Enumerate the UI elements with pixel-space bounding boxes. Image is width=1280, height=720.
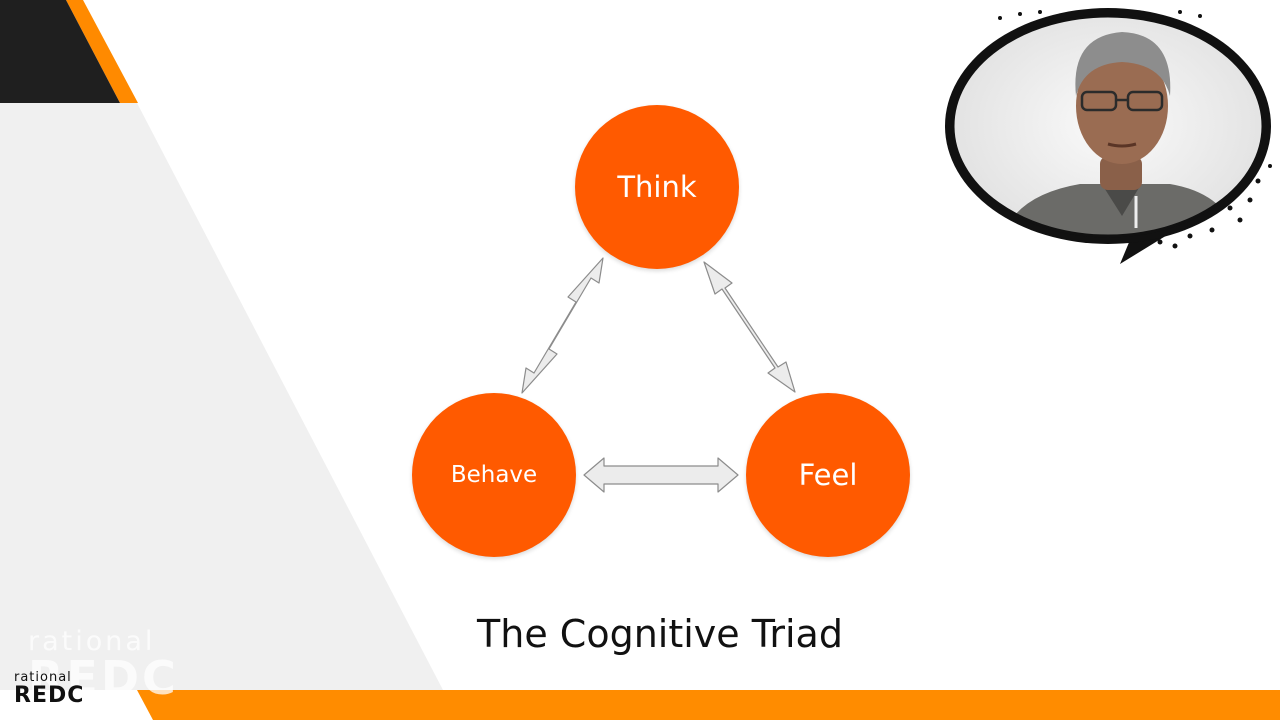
bottom-orange-bar bbox=[137, 690, 1280, 720]
presenter-webcam-overlay bbox=[945, 8, 1272, 264]
arrow-think-feel bbox=[703, 261, 796, 393]
brand-logo: rational REDC bbox=[14, 671, 84, 707]
brand-logo-line2: REDC bbox=[14, 683, 85, 708]
corner-orange-stripe bbox=[66, 0, 138, 103]
corner-dark-triangle bbox=[0, 0, 120, 103]
node-behave-label: Behave bbox=[450, 462, 538, 488]
left-gray-panel bbox=[0, 103, 443, 690]
presenter-face bbox=[1076, 48, 1168, 164]
arrow-behave-feel bbox=[583, 457, 739, 493]
logo-watermark-line1: rational bbox=[28, 626, 156, 657]
presenter-glasses bbox=[1080, 90, 1164, 112]
node-think: Think bbox=[575, 105, 739, 269]
brand-logo-line1: rational bbox=[14, 670, 72, 685]
node-behave: Behave bbox=[412, 393, 576, 557]
node-think-label: Think bbox=[617, 170, 697, 204]
logo-watermark-line2: REDC bbox=[28, 651, 179, 705]
arrow-think-behave bbox=[521, 257, 604, 394]
presenter-hair bbox=[1075, 32, 1171, 96]
diagram-title: The Cognitive Triad bbox=[477, 612, 843, 656]
logo-watermark: rational REDC bbox=[28, 628, 179, 701]
node-feel: Feel bbox=[746, 393, 910, 557]
node-feel-label: Feel bbox=[798, 458, 858, 492]
